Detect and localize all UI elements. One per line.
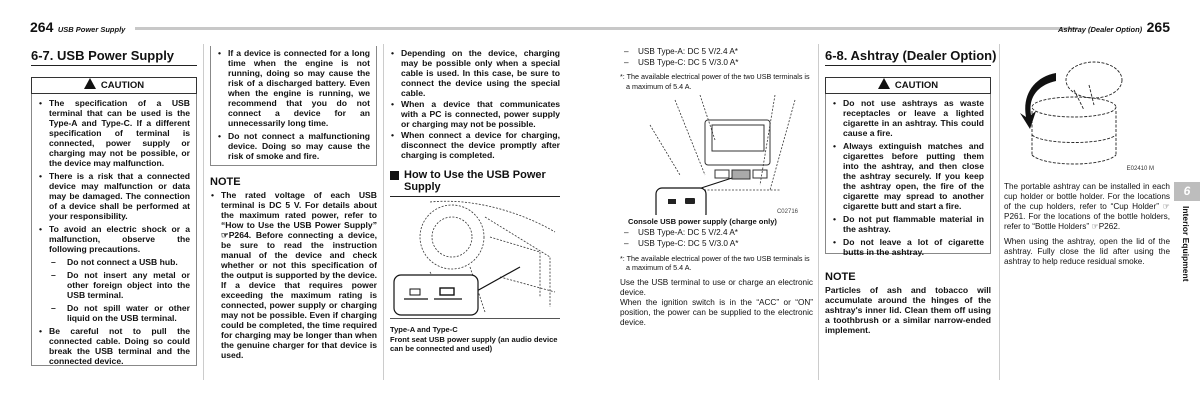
note-item: Depending on the device, charging may be… (390, 48, 560, 98)
usb-column-2: If a device is connected for a long time… (210, 46, 377, 363)
right-page-header: Ashtray (Dealer Option) 265 (1058, 19, 1170, 37)
chapter-label: Interior Equipment (1181, 206, 1191, 282)
page-number: 265 (1146, 19, 1170, 35)
footnote: *: The available electrical power of the… (620, 72, 810, 91)
caution-item: There is a risk that a connected device … (38, 171, 190, 221)
caution-box: The specification of a USB terminal that… (31, 94, 197, 366)
figure-caption: Type-A and Type-C (390, 325, 458, 334)
caution-item: Do not use ashtrays as waste receptacles… (832, 98, 984, 138)
ashtray-illustration: E02410 M (1020, 61, 1154, 172)
spec-item: USB Type-A: DC 5 V/2.4 A* (620, 46, 813, 57)
figure-caption: Front seat USB power supply (an audio de… (390, 334, 558, 354)
note-heading: NOTE (210, 176, 241, 188)
ashtray-section: 6-8. Ashtray (Dealer Option) CAUTION Do … (825, 48, 996, 335)
caution-item: To avoid an electric shock or a malfunct… (38, 224, 190, 254)
caution-item: If a device is connected for a long time… (217, 48, 370, 128)
spec-item: USB Type-C: DC 5 V/3.0 A* (620, 238, 813, 249)
warning-icon (83, 78, 96, 89)
usb-section: 6-7. USB Power Supply CAUTION The specif… (31, 48, 197, 366)
front-usb-illustration (390, 200, 560, 319)
note-text: Particles of ash and tobacco will accumu… (825, 285, 991, 335)
image-code: E02410 M (1127, 166, 1154, 172)
usage-text: Use the USB terminal to use or charge an… (620, 277, 813, 297)
column-divider (818, 44, 819, 380)
caution-header: CAUTION (31, 77, 197, 94)
caution-box-continued: If a device is connected for a long time… (210, 46, 377, 166)
chapter-tab[interactable]: 6 (1174, 182, 1200, 201)
spec-item: USB Type-C: DC 5 V/3.0 A* (620, 57, 813, 68)
caution-box: Do not use ashtrays as waste receptacles… (825, 94, 991, 257)
section-title: 6-7. USB Power Supply (31, 48, 197, 66)
footnote: *: The available electrical power of the… (620, 253, 810, 273)
running-title: Ashtray (Dealer Option) (1058, 25, 1143, 34)
caution-item: Do not connect a malfunctioning device. … (217, 131, 370, 161)
left-page-header: 264 USB Power Supply (30, 19, 125, 37)
svg-text:C02716: C02716 (777, 209, 799, 215)
column-divider (203, 44, 204, 380)
ashtray-paragraph: The portable ashtray can be installed in… (1004, 182, 1170, 231)
caution-item: Do not leave a lot of cigarette butts in… (832, 237, 984, 257)
note-item: When connect a device for charging, disc… (390, 130, 560, 160)
header-rule (600, 27, 1078, 30)
page-number: 264 (30, 19, 54, 35)
precaution-item: Do not insert any metal or other foreign… (49, 270, 190, 300)
precaution-item: Do not spill water or other liquid on th… (49, 303, 190, 323)
caution-label: CAUTION (894, 80, 939, 91)
section-title: 6-8. Ashtray (Dealer Option) (825, 48, 996, 66)
column-divider (383, 44, 384, 380)
ashtray-column: E02410 M The portable ashtray can be ins… (1004, 55, 1170, 267)
spec-item: USB Type-A: DC 5 V/2.4 A* (620, 227, 813, 238)
caution-item: Be careful not to pull the connected cab… (38, 326, 190, 366)
usb-column-4: USB Type-A: DC 5 V/2.4 A* USB Type-C: DC… (620, 46, 813, 328)
note-item: The rated voltage of each USB terminal i… (210, 190, 377, 360)
caution-item: Do not put flammable material in the ash… (832, 214, 984, 234)
header-rule (135, 27, 600, 30)
note-item: When a device that communicates with a P… (390, 99, 560, 129)
usb-column-3: Depending on the device, charging may be… (390, 48, 560, 354)
caution-header: CAUTION (825, 77, 991, 94)
caution-label: CAUTION (100, 80, 145, 91)
ashtray-paragraph: When using the ashtray, open the lid of … (1004, 237, 1170, 266)
console-usb-illustration: C02716 (649, 95, 799, 215)
running-title: USB Power Supply (57, 25, 126, 34)
usage-text: When the ignition switch is in the “ACC”… (620, 297, 813, 327)
figure-caption: Console USB power supply (charge only) (628, 217, 777, 226)
column-divider (999, 44, 1000, 380)
warning-icon (877, 78, 890, 89)
precaution-item: Do not connect a USB hub. (49, 257, 190, 267)
caution-item: Always extinguish matches and cigarettes… (832, 141, 984, 211)
subsection-title: How to Use the USB Power Supply (390, 169, 560, 197)
caution-item: The specification of a USB terminal that… (38, 98, 190, 168)
note-heading: NOTE (825, 271, 856, 283)
